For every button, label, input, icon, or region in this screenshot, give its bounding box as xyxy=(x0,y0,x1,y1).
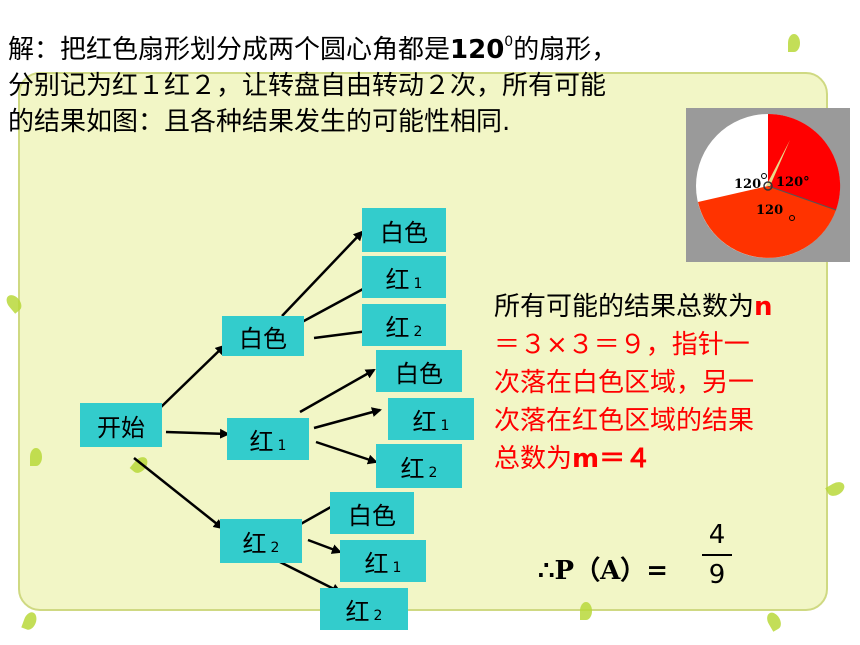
solution-text: 解：把红色扇形划分成两个圆心角都是1200的扇形， 分别记为红１红２，让转盘自由… xyxy=(8,24,617,140)
node-label: 红 xyxy=(412,407,437,436)
node-label: 红 xyxy=(249,427,274,456)
leaf-decoration xyxy=(788,34,800,52)
node-label: 红 xyxy=(385,313,410,342)
node-red1-white: 白色 xyxy=(376,350,462,392)
arrow-red1-to-red1 xyxy=(313,407,382,430)
result-line-3: 次落在白色区域，另一 xyxy=(494,368,755,398)
result-text: 所有可能的结果总数为n ＝３×３＝９，指针一 次落在白色区域，另一 次落在红色区… xyxy=(494,288,854,478)
node-subscript: 1 xyxy=(392,560,402,576)
result-line-4: 次落在红色区域的结果 xyxy=(494,406,755,436)
spinner-svg: 120 120° 120 xyxy=(696,113,841,258)
arrow-red1-to-white xyxy=(299,368,376,414)
node-root: 开始 xyxy=(80,403,162,447)
result-line-2: ＝３×３＝９，指针一 xyxy=(494,330,750,360)
node-subscript: 2 xyxy=(270,540,280,556)
arrow-root-to-white xyxy=(159,344,226,409)
degree-mark: 0 xyxy=(504,34,514,50)
angle-number: 120 xyxy=(450,35,505,65)
heading-line-1-pre: 解：把红色扇形划分成两个圆心角都是 xyxy=(8,35,451,65)
node-label: 红 xyxy=(385,265,410,294)
node-label: 开始 xyxy=(97,413,145,442)
node-label: 红 xyxy=(242,529,267,558)
angle-label-white: 120 xyxy=(734,177,761,192)
spinner-red-sector-2 xyxy=(698,186,836,258)
node-subscript: 1 xyxy=(277,438,287,454)
node-subscript: 2 xyxy=(413,324,423,340)
result-line-1-text: 所有可能的结果总数为 xyxy=(494,292,755,322)
node-label: 红 xyxy=(400,454,425,483)
fraction-numerator: 4 xyxy=(708,520,726,550)
degree-circle xyxy=(789,215,795,221)
fraction-denominator: 9 xyxy=(708,560,726,590)
node-label: 白色 xyxy=(395,359,443,388)
angle-label-red-2: 120 xyxy=(756,203,783,218)
angle-label-red-1: 120° xyxy=(776,175,810,190)
spinner-red-sector-1 xyxy=(768,113,841,210)
spinner-divider xyxy=(767,185,837,211)
node-level1-white: 白色 xyxy=(222,316,304,356)
spinner-center xyxy=(763,181,773,191)
result-line-1: 所有可能的结果总数为n xyxy=(494,288,854,326)
node-red2-white: 白色 xyxy=(330,492,414,534)
leaf-decoration xyxy=(580,602,592,620)
node-subscript: 1 xyxy=(413,276,423,292)
node-label: 白色 xyxy=(380,218,428,247)
arrow-red1-to-red2 xyxy=(315,440,378,465)
node-subscript: 1 xyxy=(440,418,450,434)
spinner-needle xyxy=(766,140,790,186)
arrow-red2-to-red2 xyxy=(275,558,342,594)
node-white-white: 白色 xyxy=(362,208,446,252)
node-label: 红 xyxy=(364,549,389,578)
node-label: 白色 xyxy=(348,501,396,530)
arrow-root-to-red1 xyxy=(165,428,230,439)
node-subscript: 2 xyxy=(428,465,438,481)
probability-fraction: 4 9 xyxy=(702,520,732,590)
probability-formula: ∴P（A）= xyxy=(538,556,669,586)
node-subscript: 2 xyxy=(373,608,383,624)
leaf-decoration xyxy=(30,448,42,466)
arrow-root-to-red2 xyxy=(133,457,224,530)
arrow-white-to-white xyxy=(281,230,364,317)
fraction-bar xyxy=(702,554,732,556)
node-label: 白色 xyxy=(239,324,287,353)
heading-line-1: 解：把红色扇形划分成两个圆心角都是1200的扇形， xyxy=(8,24,617,68)
result-line-5-text: 总数为 xyxy=(494,444,573,474)
heading-line-1-post: 的扇形， xyxy=(513,35,618,65)
heading-line-3: 的结果如图：且各种结果发生的可能性相同. xyxy=(8,107,511,137)
node-label: 红 xyxy=(345,597,370,626)
heading-line-2: 分别记为红１红２，让转盘自由转动２次，所有可能 xyxy=(8,71,607,101)
result-line-5: 总数为m＝４ xyxy=(494,440,854,478)
result-m: m＝４ xyxy=(572,444,652,474)
arrow-red2-to-red1 xyxy=(307,538,342,554)
degree-circle xyxy=(761,173,767,179)
result-n: n xyxy=(754,292,773,322)
spinner-figure: 120 120° 120 xyxy=(686,108,850,262)
